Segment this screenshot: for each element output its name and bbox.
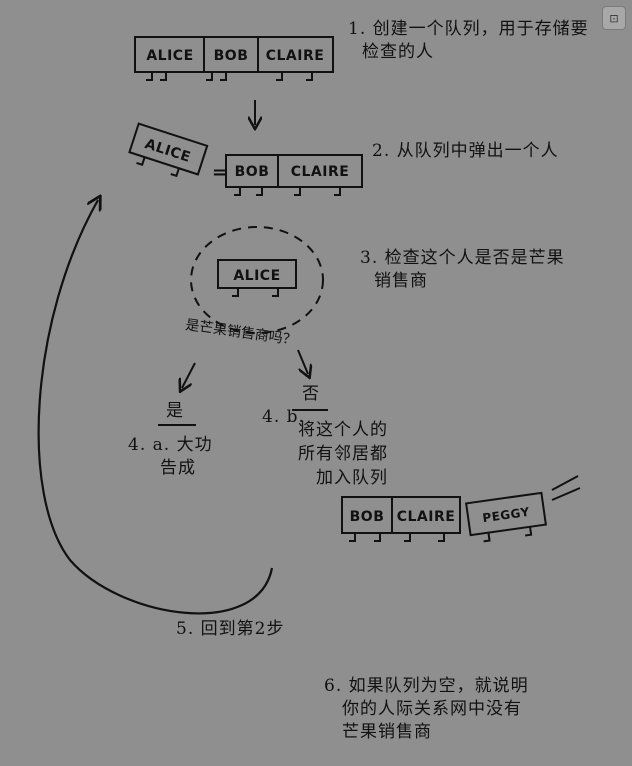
initial-queue: ALICE BOB CLAIRE <box>134 36 334 81</box>
added-outline <box>465 491 547 537</box>
popped-outline <box>128 122 209 176</box>
remaining-outline <box>225 154 363 188</box>
step-4b-number: 4. b. <box>262 407 305 427</box>
popped-person-box: ALICE <box>128 122 209 178</box>
screenshot-glyph: ⊡ <box>609 11 619 25</box>
popped-legs <box>136 156 180 178</box>
queue-person-alice: ALICE <box>146 48 193 64</box>
remaining-queue: BOB CLAIRE <box>225 154 363 196</box>
step-4b-line-1: 将这个人的 <box>298 420 388 440</box>
step-2-text: 2. 从队列中弹出一个人 <box>372 141 559 161</box>
step-4a-line-1: 4. a. 大功 <box>128 435 213 455</box>
checked-outline <box>217 259 297 289</box>
step-3-line-1: 3. 检查这个人是否是芒果 <box>360 248 565 268</box>
step-1-line-2: 检查的人 <box>362 42 434 62</box>
checked-legs <box>232 288 279 297</box>
yes-arrow <box>182 362 196 388</box>
screenshot-icon[interactable]: ⊡ <box>602 6 626 30</box>
step-3-line-2: 销售商 <box>374 271 428 291</box>
added-person-label: PEGGY <box>482 505 531 525</box>
check-circle <box>190 226 324 334</box>
step-6-line-3: 芒果销售商 <box>342 722 432 742</box>
final-queue: BOB CLAIRE <box>341 496 461 542</box>
step-6-line-2: 你的人际关系网中没有 <box>342 699 522 719</box>
mango-seller-question: 是芒果销售商吗？ <box>184 317 297 348</box>
no-label: 否 <box>302 384 320 404</box>
no-arrow <box>297 349 308 374</box>
final-person-bob: BOB <box>350 509 385 525</box>
equals-sign: = <box>212 162 227 183</box>
step-5-text: 5. 回到第2步 <box>176 619 285 639</box>
checked-person-label: ALICE <box>233 268 280 284</box>
final-outline <box>341 496 461 534</box>
remaining-legs <box>234 187 341 196</box>
step-1-line-1: 1. 创建一个队列，用于存储要 <box>348 19 589 39</box>
queue-person-bob: BOB <box>214 48 249 64</box>
added-legs <box>483 526 533 543</box>
final-legs <box>349 533 445 542</box>
final-person-claire: CLAIRE <box>397 509 456 525</box>
queue-legs <box>146 72 313 81</box>
added-person-box: PEGGY <box>465 491 547 543</box>
remaining-person-claire: CLAIRE <box>291 164 350 180</box>
step-6-line-1: 6. 如果队列为空，就说明 <box>324 676 529 696</box>
checked-person-box: ALICE <box>217 259 297 297</box>
queue-outline <box>134 36 334 73</box>
step-4b-text: 将这个人的 所有邻居都 加入队列 <box>298 418 388 490</box>
step-6-text: 6. 如果队列为空，就说明 你的人际关系网中没有 芒果销售商 <box>324 675 529 744</box>
motion-lines <box>551 475 581 501</box>
step-1-text: 1. 创建一个队列，用于存储要 检查的人 <box>348 18 589 64</box>
step-4a-text: 4. a. 大功 告成 <box>128 434 213 480</box>
step-4b-line-2: 所有邻居都 <box>298 444 388 464</box>
yes-label: 是 <box>166 401 184 421</box>
loop-back-arrow <box>37 200 274 615</box>
step-4b-line-3: 加入队列 <box>316 468 388 488</box>
step-3-text: 3. 检查这个人是否是芒果 销售商 <box>360 247 565 293</box>
step-4a-line-2: 告成 <box>160 458 196 478</box>
queue-person-claire: CLAIRE <box>266 48 325 64</box>
remaining-person-bob: BOB <box>235 164 270 180</box>
popped-person-label: ALICE <box>143 136 193 166</box>
